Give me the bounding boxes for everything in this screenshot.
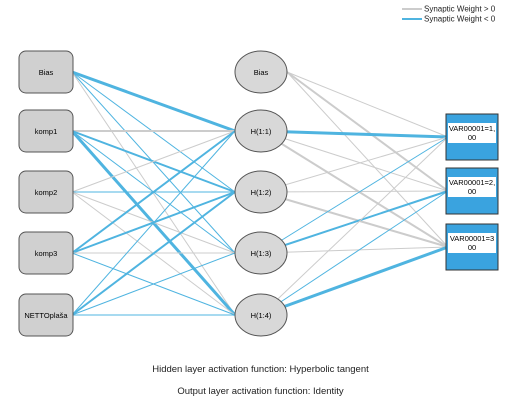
input-node-0	[18, 50, 74, 94]
hidden-node-4	[234, 293, 288, 337]
output-node-label-line1: VAR00001=1,	[449, 124, 495, 133]
input-node-label: NETTOplaša	[24, 311, 68, 320]
weight-edge-h4-o3	[260, 245, 449, 317]
input-node-box	[18, 231, 74, 275]
weight-edge-in0-h1	[71, 70, 236, 133]
input-node-label: Bias	[39, 68, 54, 77]
weight-edge-in4-h3	[71, 252, 236, 316]
output-node-label-bg	[448, 123, 496, 143]
output-node-label-line2: 00	[468, 243, 476, 252]
output-node-label-bg	[448, 233, 496, 253]
weight-edge-h1-o2	[260, 130, 449, 192]
weight-edge-in2-h1	[71, 130, 236, 193]
input-node-label: komp2	[35, 188, 58, 197]
hidden-node-label: H(1:3)	[251, 249, 272, 258]
hidden-node-1	[234, 109, 288, 153]
output-node-label-line2: 00	[468, 133, 476, 142]
hidden-node-label: H(1:1)	[251, 127, 272, 136]
neural-network-diagram: Synaptic Weight > 0 Synaptic Weight < 0 …	[18, 5, 499, 337]
hidden-node-0	[234, 50, 288, 94]
output-node-label-bg	[448, 177, 496, 197]
legend: Synaptic Weight > 0 Synaptic Weight < 0	[402, 5, 496, 24]
input-node-4	[18, 293, 74, 337]
input-node-box	[18, 50, 74, 94]
weight-edge-h2-o1	[260, 136, 449, 193]
input-node-box	[18, 170, 74, 214]
input-node-box	[18, 109, 74, 153]
hidden-node-3	[234, 231, 288, 275]
weight-edge-in4-h2	[71, 191, 236, 316]
weight-edge-h2-o2	[260, 190, 449, 193]
legend-negative-label: Synaptic Weight < 0	[424, 15, 496, 24]
output-node-label-line1: VAR00001=2,	[449, 178, 495, 187]
weight-edge-h1-o3	[260, 130, 449, 248]
weight-edge-in3-h1	[71, 130, 236, 254]
input-node-label: komp3	[35, 249, 58, 258]
weight-edge-in0-h4	[71, 71, 236, 316]
hidden-node-2	[234, 170, 288, 214]
input-node-2	[18, 170, 74, 214]
hidden-node-label: H(1:4)	[251, 311, 272, 320]
weight-edge-h4-o2	[260, 190, 449, 316]
weight-edge-hb-o3	[286, 71, 449, 248]
output-node-label-line1: VAR00001=3	[450, 234, 494, 243]
weight-edge-hb-o2	[286, 71, 449, 192]
synaptic-weights	[70, 70, 449, 317]
output-activation-caption: Output layer activation function: Identi…	[177, 386, 344, 397]
weight-edge-h2-o3	[260, 191, 449, 248]
input-node-label: komp1	[35, 127, 58, 136]
hidden-node-label: H(1:2)	[251, 188, 272, 197]
output-node-label-line2: 00	[468, 187, 476, 196]
weight-edge-hb-o1	[286, 71, 449, 138]
weight-edge-h3-o1	[260, 136, 449, 254]
legend-positive-label: Synaptic Weight > 0	[424, 5, 496, 14]
hidden-node-label: Bias	[254, 68, 269, 77]
input-node-3	[18, 231, 74, 275]
hidden-activation-caption: Hidden layer activation function: Hyperb…	[152, 364, 369, 375]
weight-edge-h3-o3	[260, 246, 449, 254]
weight-edge-h4-o1	[260, 136, 449, 316]
weight-edge-h1-o1	[260, 129, 449, 139]
input-node-1	[18, 109, 74, 153]
input-node-box	[18, 293, 74, 337]
weight-edge-in4-h1	[71, 130, 236, 316]
weight-edge-h3-o2	[260, 190, 449, 254]
